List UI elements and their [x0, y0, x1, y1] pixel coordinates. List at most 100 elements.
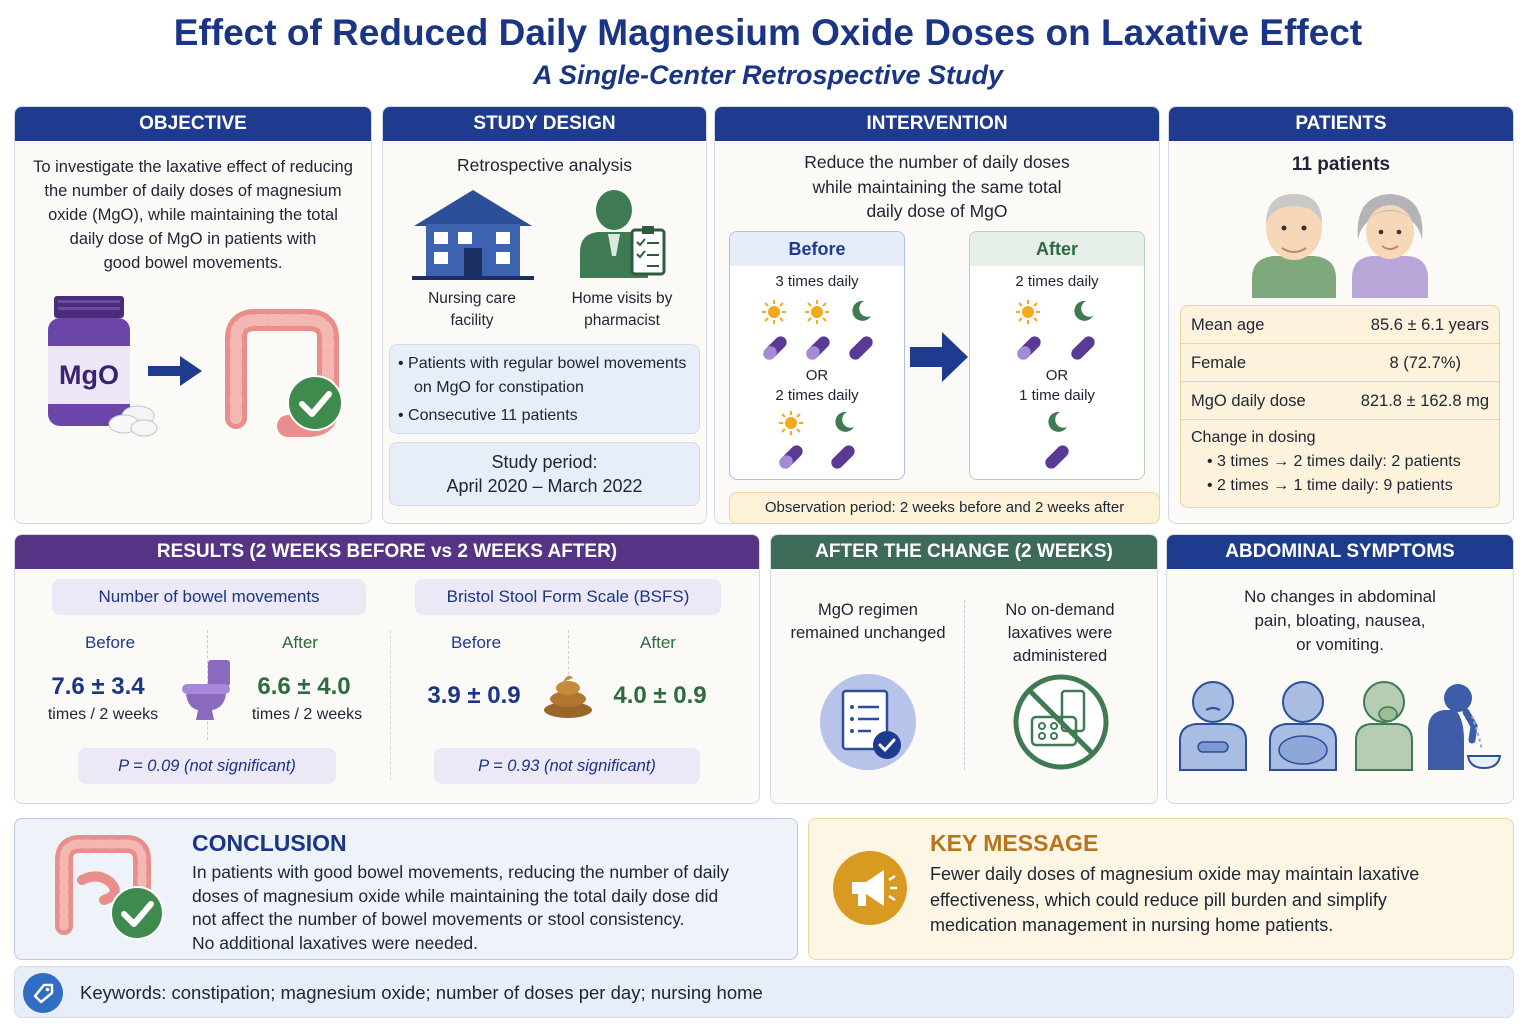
regimen-line: remained unchanged: [790, 624, 946, 642]
objective-heading: OBJECTIVE: [15, 107, 371, 141]
page-title: Effect of Reduced Daily Magnesium Oxide …: [173, 12, 1363, 53]
conclusion-line: doses of magnesium oxide while maintaini…: [192, 885, 719, 906]
facility-label: facility: [450, 312, 494, 329]
bowel-before-label: Before: [84, 633, 136, 652]
capsule-icon: [831, 445, 855, 469]
study-design-heading: STUDY DESIGN: [383, 107, 706, 141]
keywords-text: Keywords: constipation; magnesium oxide;…: [80, 982, 763, 1003]
no-laxatives-line: No on-demand: [1005, 601, 1115, 619]
elderly-man-icon: [1252, 194, 1336, 298]
megaphone-icon: [833, 851, 907, 925]
moon-icon: [835, 411, 854, 432]
sun-icon: [762, 300, 786, 324]
moon-icon: [1074, 300, 1093, 321]
moon-icon: [1048, 411, 1067, 432]
arrow-right-icon: [148, 356, 202, 386]
objective-line: the number of daily doses of magnesium: [44, 182, 342, 200]
key-message-heading: KEY MESSAGE: [930, 830, 1099, 856]
inclusion-box: [389, 344, 700, 434]
patient-symptom-icon: [1428, 684, 1502, 770]
bsfs-after-value: 4.0 ± 0.9: [613, 682, 707, 709]
abdominal-symptoms-heading: ABDOMINAL SYMPTOMS: [1167, 535, 1513, 569]
capsule-icon: [806, 336, 830, 360]
visits-label: pharmacist: [584, 312, 660, 329]
patient-count: 11 patients: [1291, 154, 1391, 175]
study-period-label: Study period:: [491, 452, 598, 472]
sun-icon: [779, 411, 803, 435]
bsfs-title: Bristol Stool Form Scale (BSFS): [446, 587, 690, 606]
after-box: [969, 231, 1145, 480]
bsfs-before-label: Before: [450, 633, 502, 652]
no-laxatives-line: administered: [1012, 647, 1108, 665]
key-message-line: Fewer daily doses of magnesium oxide may…: [930, 864, 1420, 884]
table-row-value: 821.8 ± 162.8 mg: [1360, 392, 1489, 410]
bsfs-title-box: [415, 579, 721, 615]
table-row-value: 85.6 ± 6.1 years: [1370, 316, 1489, 334]
table-row-label: Female: [1191, 354, 1247, 372]
before-option-2: 2 times daily: [775, 387, 859, 404]
table-row-label: Mean age: [1191, 316, 1265, 334]
pharmacist-icon: [580, 190, 666, 278]
bottle-label: MgO: [59, 360, 119, 390]
colon-icon: [55, 835, 151, 935]
observation-period-text: Observation period: 2 weeks before and 2…: [764, 499, 1125, 516]
mgo-bottle-icon: [48, 296, 158, 437]
page-subtitle: A Single-Center Retrospective Study: [532, 60, 1004, 90]
bowel-movements-title: Number of bowel movements: [98, 587, 320, 606]
key-message-panel: [808, 818, 1514, 960]
bowel-before-value: 7.6 ± 3.4: [51, 673, 145, 700]
after-option-2: 1 time daily: [1019, 387, 1095, 404]
conclusion-line: In patients with good bowel movements, r…: [192, 862, 729, 882]
patients-heading: PATIENTS: [1169, 107, 1513, 141]
abdominal-line: or vomiting.: [1296, 635, 1384, 654]
capsule-icon: [1017, 336, 1041, 360]
bsfs-after-label: After: [640, 633, 676, 652]
conclusion-line: No additional laxatives were needed.: [192, 932, 479, 953]
patient-symptom-icon: [1179, 681, 1247, 771]
elderly-woman-icon: [1352, 194, 1428, 298]
capsule-icon: [763, 336, 787, 360]
intervention-line: while maintaining the same total: [812, 176, 1062, 197]
stool-icon: [544, 675, 592, 718]
results-heading: RESULTS (2 WEEKS BEFORE vs 2 WEEKS AFTER…: [15, 535, 759, 569]
bowel-before-unit: times / 2 weeks: [47, 706, 159, 723]
study-type: Retrospective analysis: [456, 155, 633, 175]
before-or: OR: [805, 367, 829, 384]
abdominal-line: pain, bloating, nausea,: [1254, 611, 1426, 630]
tag-icon: [23, 973, 63, 1013]
before-option-1: 3 times daily: [775, 273, 859, 290]
bowel-p-value: P = 0.09 (not significant): [78, 748, 336, 784]
intervention-line: daily dose of MgO: [866, 201, 1008, 221]
after-or: OR: [1045, 367, 1069, 384]
table-row-value: 8 (72.7%): [1389, 354, 1461, 372]
document-check-icon: [820, 674, 916, 770]
conclusion-heading: CONCLUSION: [192, 830, 347, 856]
objective-line: To investigate the laxative effect of re…: [33, 158, 353, 176]
change-in-dosing-item: • 2 times → 1 time daily: 9 patients: [1207, 477, 1453, 494]
key-message-line: effectiveness, which could reduce pill b…: [930, 889, 1387, 910]
no-laxative-icon: [1013, 674, 1109, 770]
bsfs-before-value: 3.9 ± 0.9: [427, 682, 521, 709]
sun-icon: [805, 300, 829, 324]
objective-line: daily dose of MgO in patients with: [69, 230, 317, 248]
after-option-1: 2 times daily: [1015, 273, 1099, 290]
study-period-value: April 2020 – March 2022: [446, 476, 643, 496]
key-message-line: medication management in nursing home pa…: [930, 915, 1334, 935]
bowel-after-label: After: [282, 633, 318, 652]
arrow-right-icon: [910, 332, 968, 382]
before-title: Before: [788, 239, 846, 259]
study-period-box: [389, 442, 700, 506]
after-title: After: [1035, 239, 1078, 259]
change-in-dosing-item: • 3 times → 2 times daily: 2 patients: [1207, 453, 1461, 470]
toilet-icon: [182, 660, 230, 720]
table-row-label: MgO daily dose: [1191, 392, 1306, 410]
capsule-icon: [1045, 445, 1069, 469]
bowel-after-value: 6.6 ± 4.0: [257, 673, 351, 700]
change-in-dosing-label: Change in dosing: [1191, 429, 1316, 446]
facility-label: Nursing care: [428, 290, 516, 307]
after-change-heading: AFTER THE CHANGE (2 WEEKS): [771, 535, 1157, 569]
sun-icon: [1016, 300, 1040, 324]
intervention-heading: INTERVENTION: [715, 107, 1159, 141]
visits-label: Home visits by: [571, 290, 673, 307]
building-icon: [412, 190, 534, 280]
